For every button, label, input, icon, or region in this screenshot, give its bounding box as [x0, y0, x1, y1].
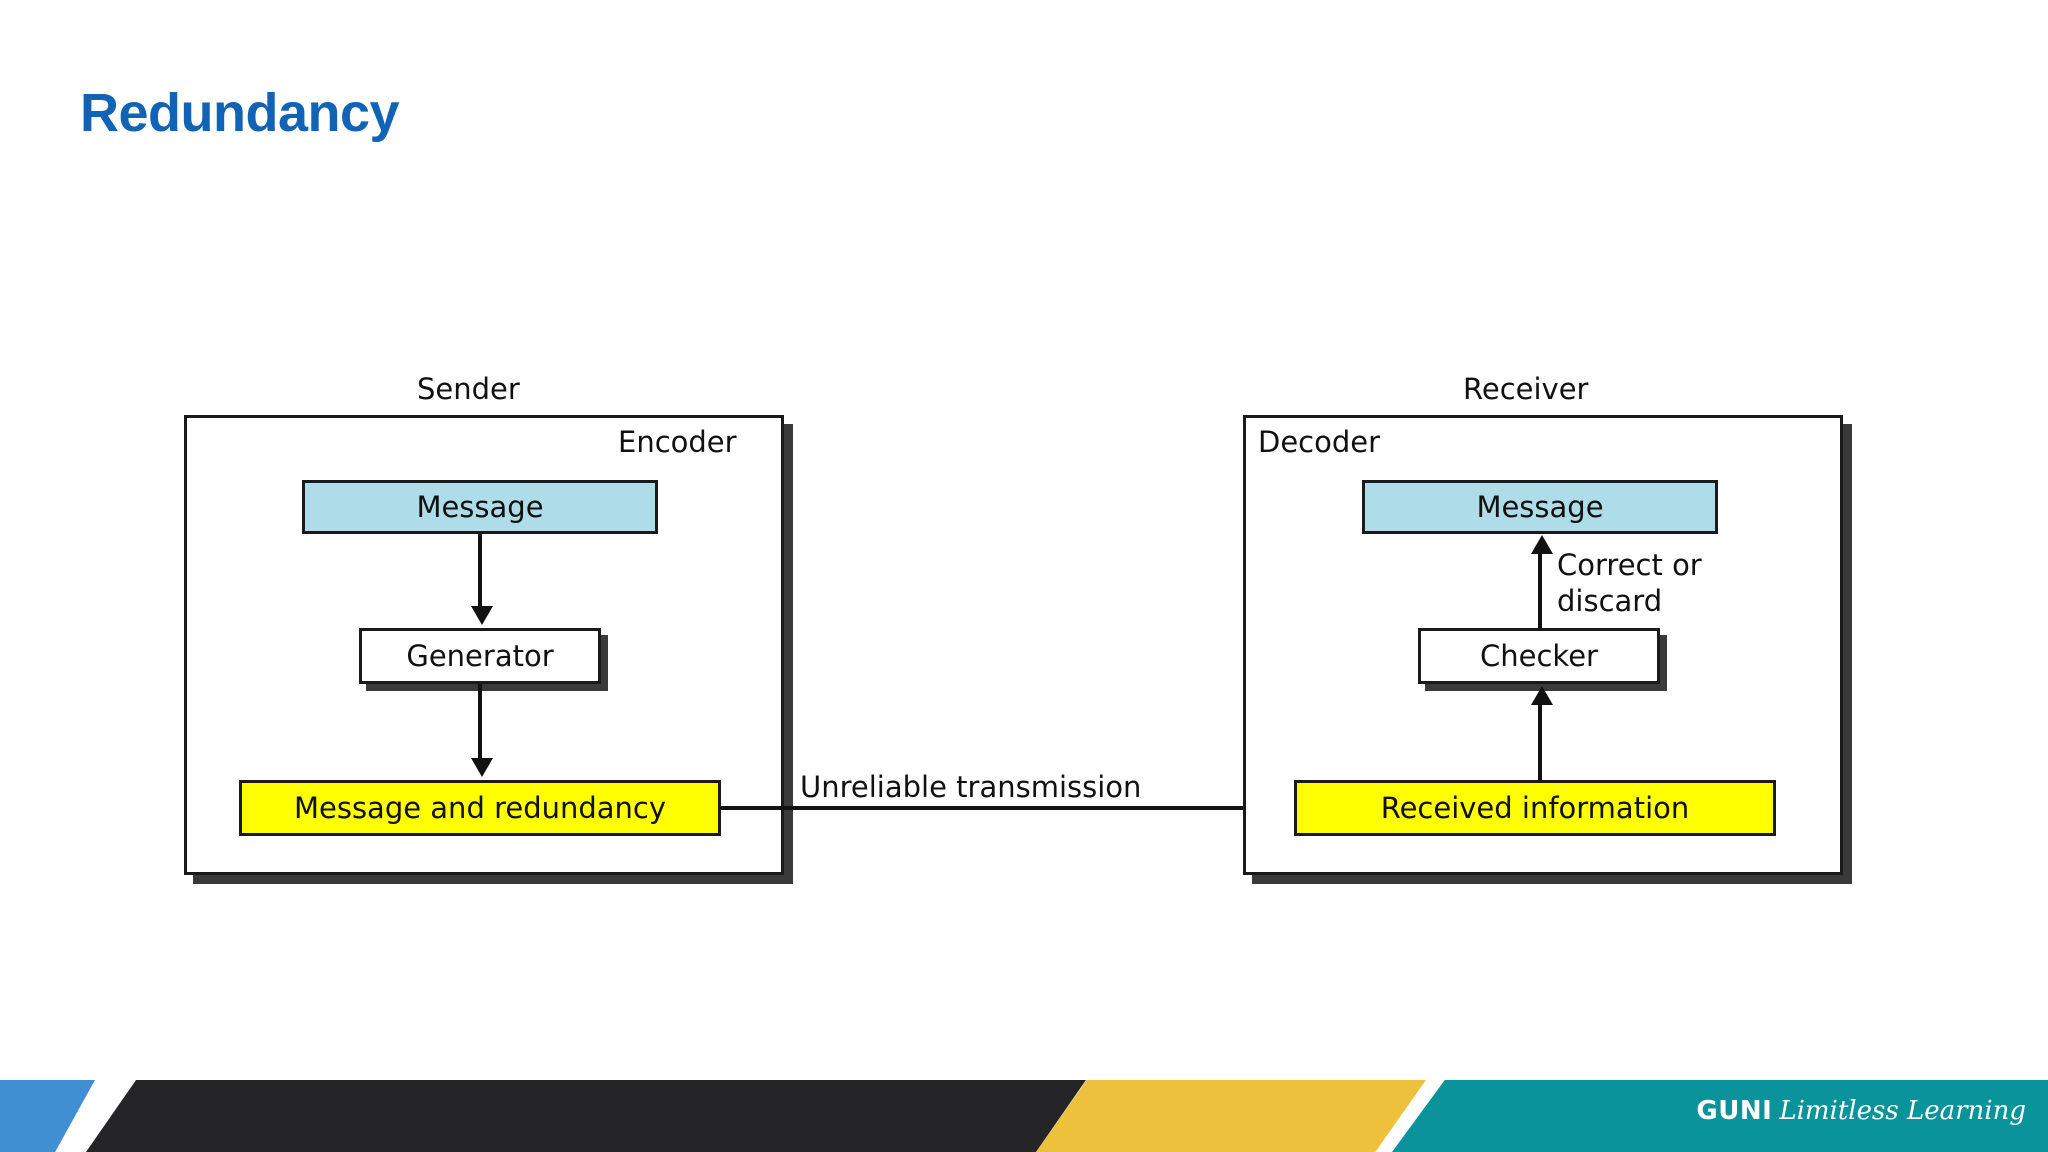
receiver-caption: Receiver	[1463, 372, 1589, 406]
footer-band-yellow	[1036, 1080, 1426, 1152]
decoder-label: Decoder	[1258, 425, 1381, 459]
transmission-arrow-line	[721, 806, 1273, 810]
receiver-message-box: Message	[1362, 480, 1718, 534]
checker-box: Checker	[1418, 628, 1660, 684]
sender-caption: Sender	[417, 372, 520, 406]
correct-or-discard-annotation: Correct or discard	[1557, 547, 1702, 619]
arrow-received-to-checker-line	[1538, 700, 1542, 782]
received-information-box: Received information	[1294, 780, 1776, 836]
brand-name: GUNI	[1696, 1096, 1773, 1126]
footer-band-dark	[86, 1080, 1086, 1152]
sender-message-box: Message	[302, 480, 658, 534]
brand-tagline: Limitless Learning	[1779, 1096, 2026, 1126]
arrow-message-to-generator-head	[471, 606, 493, 625]
arrow-message-to-generator-line	[478, 534, 482, 610]
redundancy-block-diagram: Sender Encoder Message Generator Message…	[184, 372, 1843, 875]
encoder-label: Encoder	[618, 425, 737, 459]
message-and-redundancy-box: Message and redundancy	[239, 780, 721, 836]
arrow-checker-to-message-line	[1538, 550, 1542, 630]
arrow-checker-to-message-head	[1531, 535, 1553, 554]
footer-band-teal	[1392, 1080, 2048, 1152]
correct-or-discard-line2: discard	[1557, 584, 1663, 618]
arrow-received-to-checker-head	[1531, 686, 1553, 705]
page-title: Redundancy	[80, 83, 400, 143]
arrow-generator-to-redundancy-line	[478, 684, 482, 762]
unreliable-transmission-label: Unreliable transmission	[800, 770, 1142, 804]
footer-band-blue	[0, 1080, 95, 1152]
arrow-generator-to-redundancy-head	[471, 758, 493, 777]
correct-or-discard-line1: Correct or	[1557, 548, 1702, 582]
generator-box: Generator	[359, 628, 601, 684]
